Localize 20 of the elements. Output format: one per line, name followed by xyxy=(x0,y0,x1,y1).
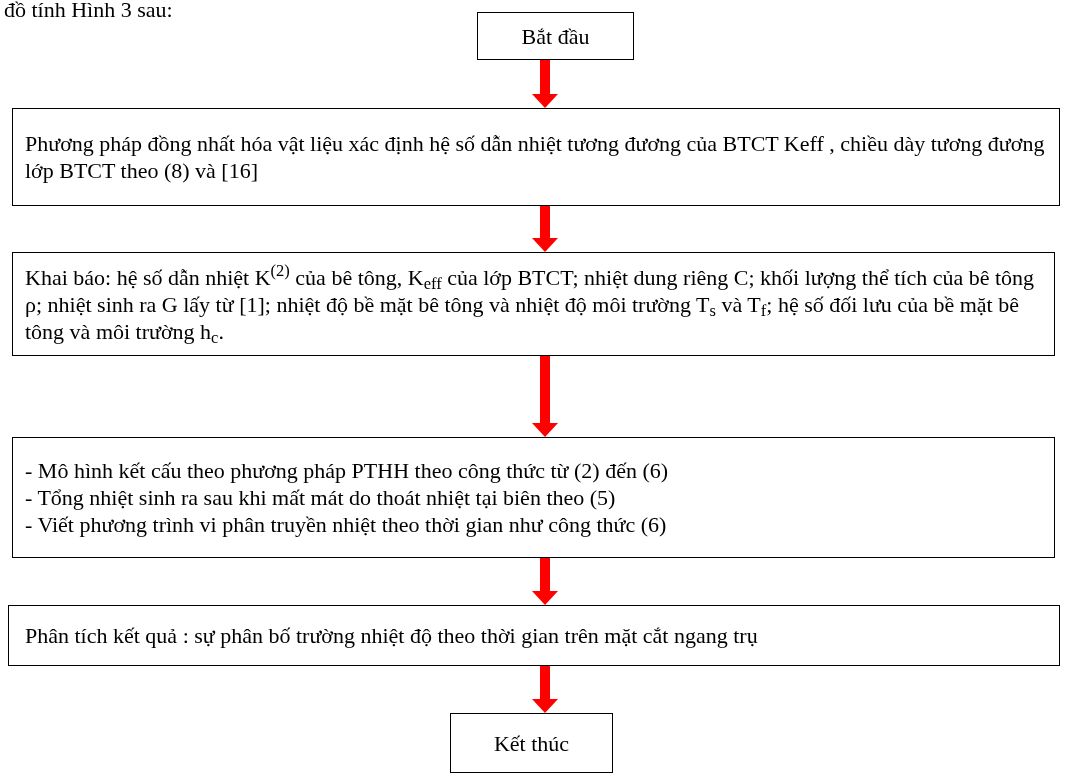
list-item: - Viết phương trình vi phân truyền nhiệt theo thời gian như công thức (6) xyxy=(25,511,668,538)
box-text: Bắt đầu xyxy=(521,22,590,50)
process-box xyxy=(12,437,1055,558)
box-text: Phân tích kết quả : sự phân bố trường nhiệt độ theo thời gian trên mặt cắt ngang trụ xyxy=(25,622,759,649)
process-box xyxy=(12,252,1055,356)
box-text: Phương pháp đồng nhất hóa vật liệu xác định hệ số dẫn nhiệt tương đương của BTCT Keff , chiều dày tương đương lớp BTCT theo (8) và [16] xyxy=(25,130,1046,184)
process-box xyxy=(12,108,1060,206)
arrow xyxy=(532,206,558,252)
caption-text: đồ tính Hình 3 sau: xyxy=(4,0,173,22)
box-text: Kết thúc xyxy=(493,729,570,757)
list-item: - Tổng nhiệt sinh ra sau khi mất mát do thoát nhiệt tại biên theo (5) xyxy=(25,484,617,511)
arrow xyxy=(532,60,558,108)
process-box xyxy=(450,713,613,773)
arrow xyxy=(532,666,558,713)
list-item: - Mô hình kết cấu theo phương pháp PTHH theo công thức từ (2) đến (6) xyxy=(25,457,670,484)
box-text: Khai báo: hệ số dẫn nhiệt K$^{(2)}$ của bê tông, K$_{eff}$ của lớp BTCT; nhiệt dung riêng C; khối lượng thể tích của bê tông ρ; nhiệt sinh ra G lấy từ [1]; nhiệt độ bề mặt bê tông và nhiệt độ môi trường T$_{s}$ và T$_{f}$; hệ số đối lưu của bề mặt bê tông và môi trường h$_{c}$. xyxy=(25,263,1036,345)
process-box xyxy=(8,605,1060,666)
arrow xyxy=(532,558,558,605)
arrow xyxy=(532,356,558,437)
process-box xyxy=(477,12,634,60)
